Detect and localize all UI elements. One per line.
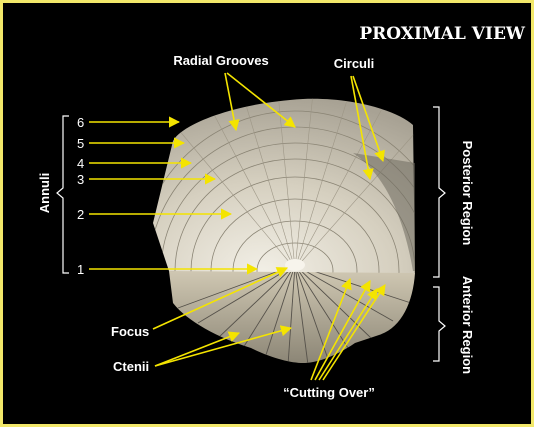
annulus-number-4: 4 xyxy=(77,156,84,171)
ctenii-label: Ctenii xyxy=(113,359,149,374)
radial-grooves-label: Radial Grooves xyxy=(173,53,268,68)
circuli-label: Circuli xyxy=(334,56,374,71)
anterior-region-label: Anterior Region xyxy=(460,276,475,374)
ctenii-arrow-1 xyxy=(155,333,239,366)
focus-spot xyxy=(285,259,305,271)
scale-diagram: PROXIMAL VIEW xyxy=(3,3,534,430)
annuli-brace xyxy=(57,116,69,273)
focus-label: Focus xyxy=(111,324,149,339)
annulus-number-6: 6 xyxy=(77,115,84,130)
annulus-number-3: 3 xyxy=(77,172,84,187)
cutting-over-label: “Cutting Over” xyxy=(283,385,375,400)
anterior-brace xyxy=(433,287,445,361)
annulus-number-2: 2 xyxy=(77,207,84,222)
posterior-region-label: Posterior Region xyxy=(460,141,475,246)
annulus-number-5: 5 xyxy=(77,136,84,151)
posterior-brace xyxy=(433,107,445,277)
annulus-number-1: 1 xyxy=(77,262,84,277)
title: PROXIMAL VIEW xyxy=(359,24,526,44)
scale-anterior xyxy=(169,259,415,365)
annuli-label: Annuli xyxy=(37,173,52,213)
